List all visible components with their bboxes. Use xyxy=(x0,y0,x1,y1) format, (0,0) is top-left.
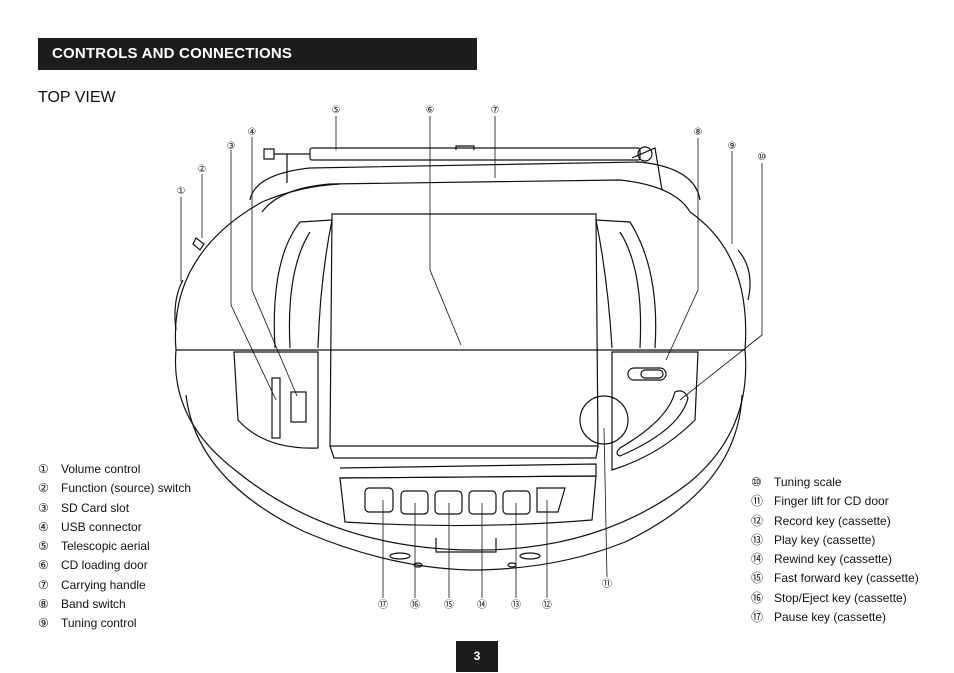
speaker-grilles xyxy=(273,219,657,349)
legend-left: ① Volume control ② Function (source) switc… xyxy=(38,460,191,634)
callout-5: ⑤ xyxy=(332,105,341,116)
legend-num: ⑪ xyxy=(751,494,764,509)
legend-label: Stop/Eject key (cassette) xyxy=(774,590,907,605)
legend-item: ⑤ Telescopic aerial xyxy=(38,537,191,556)
legend-num: ④ xyxy=(38,519,49,534)
legend-num: ⑦ xyxy=(38,577,49,592)
legend-item: ⑥ CD loading door xyxy=(38,556,191,575)
callout-numbers: ① ② ③ ④ ⑤ ⑥ ⑦ ⑧ ⑨ ⑩ ⑪ ⑫ ⑬ ⑭ ⑮ ⑯ ⑰ xyxy=(177,105,767,611)
legend-num: ⑭ xyxy=(751,552,764,567)
legend-item: ⑧ Band switch xyxy=(38,595,191,614)
legend-label: Band switch xyxy=(61,597,126,612)
sd-card-slot xyxy=(271,377,281,439)
legend-label: CD loading door xyxy=(61,558,148,573)
callout-16: ⑯ xyxy=(410,599,420,611)
legend-num: ⑯ xyxy=(751,590,764,605)
legend-label: Rewind key (cassette) xyxy=(774,552,893,567)
legend-label: Fast forward key (cassette) xyxy=(774,571,919,586)
main-body xyxy=(174,183,751,571)
legend-num: ② xyxy=(38,481,49,496)
legend-label: Tuning control xyxy=(61,616,137,631)
legend-right: ⑩ Tuning scale ⑪ Finger lift for CD door ⑫… xyxy=(751,473,919,627)
legend-item: ⑮ Fast forward key (cassette) xyxy=(751,569,919,588)
legend-label: Function (source) switch xyxy=(61,481,192,496)
tuning-scale xyxy=(616,390,689,457)
callout-13: ⑬ xyxy=(511,599,521,611)
legend-label: Carrying handle xyxy=(61,577,146,592)
legend-item: ⑭ Rewind key (cassette) xyxy=(751,550,919,569)
legend-label: Tuning scale xyxy=(774,475,842,489)
legend-num: ③ xyxy=(38,500,49,515)
legend-num: ⑧ xyxy=(38,597,49,612)
callout-17: ⑰ xyxy=(378,599,388,611)
callout-2: ② xyxy=(198,164,207,175)
legend-label: Pause key (cassette) xyxy=(774,610,887,625)
legend-label: Record key (cassette) xyxy=(774,513,891,528)
legend-num: ⑮ xyxy=(751,571,764,586)
callout-14: ⑭ xyxy=(477,599,487,611)
callout-11: ⑪ xyxy=(602,578,612,590)
legend-num: ⑬ xyxy=(751,532,764,547)
callout-4: ④ xyxy=(248,127,257,138)
band-switch xyxy=(627,367,667,381)
legend-item: ⑦ Carrying handle xyxy=(38,576,191,595)
legend-item: ⑪ Finger lift for CD door xyxy=(751,492,919,511)
view-title: TOP VIEW xyxy=(38,89,116,106)
legend-label: Telescopic aerial xyxy=(61,539,150,554)
legend-item: ⑯ Stop/Eject key (cassette) xyxy=(751,589,919,608)
leader-lines xyxy=(180,116,763,598)
callout-6: ⑥ xyxy=(426,105,435,116)
callout-1: ① xyxy=(177,186,186,197)
carrying-handle xyxy=(249,145,701,213)
callout-9: ⑨ xyxy=(728,141,737,152)
legend-item: ② Function (source) switch xyxy=(38,479,191,498)
legend-label: Finger lift for CD door xyxy=(774,494,889,509)
legend-num: ⑩ xyxy=(751,475,762,489)
legend-item: ① Volume control xyxy=(38,460,191,479)
callout-7: ⑦ xyxy=(491,105,500,116)
legend-num: ⑰ xyxy=(751,610,764,625)
legend-item: ⑰ Pause key (cassette) xyxy=(751,608,919,627)
legend-item: ⑨ Tuning control xyxy=(38,614,191,633)
legend-item: ⑩ Tuning scale xyxy=(751,473,919,492)
callout-10: ⑩ xyxy=(758,152,767,163)
port-panel xyxy=(233,351,319,449)
legend-num: ⑥ xyxy=(38,558,49,573)
cassette-keys xyxy=(339,463,597,568)
legend-label: Play key (cassette) xyxy=(774,532,876,547)
section-header: CONTROLS AND CONNECTIONS xyxy=(38,38,477,70)
callout-12: ⑫ xyxy=(542,599,552,611)
legend-item: ⑫ Record key (cassette) xyxy=(751,512,919,531)
legend-item: ⑬ Play key (cassette) xyxy=(751,531,919,550)
callout-15: ⑮ xyxy=(444,599,454,611)
legend-label: USB connector xyxy=(61,519,142,534)
legend-num: ⑤ xyxy=(38,539,49,554)
legend-num: ⑨ xyxy=(38,616,49,631)
legend-label: SD Card slot xyxy=(61,500,130,515)
usb-connector xyxy=(290,391,307,423)
legend-num: ① xyxy=(38,462,49,476)
legend-label: Volume control xyxy=(61,462,141,476)
callout-3: ③ xyxy=(227,141,236,152)
legend-item: ③ SD Card slot xyxy=(38,499,191,518)
legend-num: ⑫ xyxy=(751,513,764,528)
callout-8: ⑧ xyxy=(694,127,703,138)
cd-loading-door xyxy=(329,213,599,459)
legend-item: ④ USB connector xyxy=(38,518,191,537)
page-number: 3 xyxy=(456,641,498,672)
